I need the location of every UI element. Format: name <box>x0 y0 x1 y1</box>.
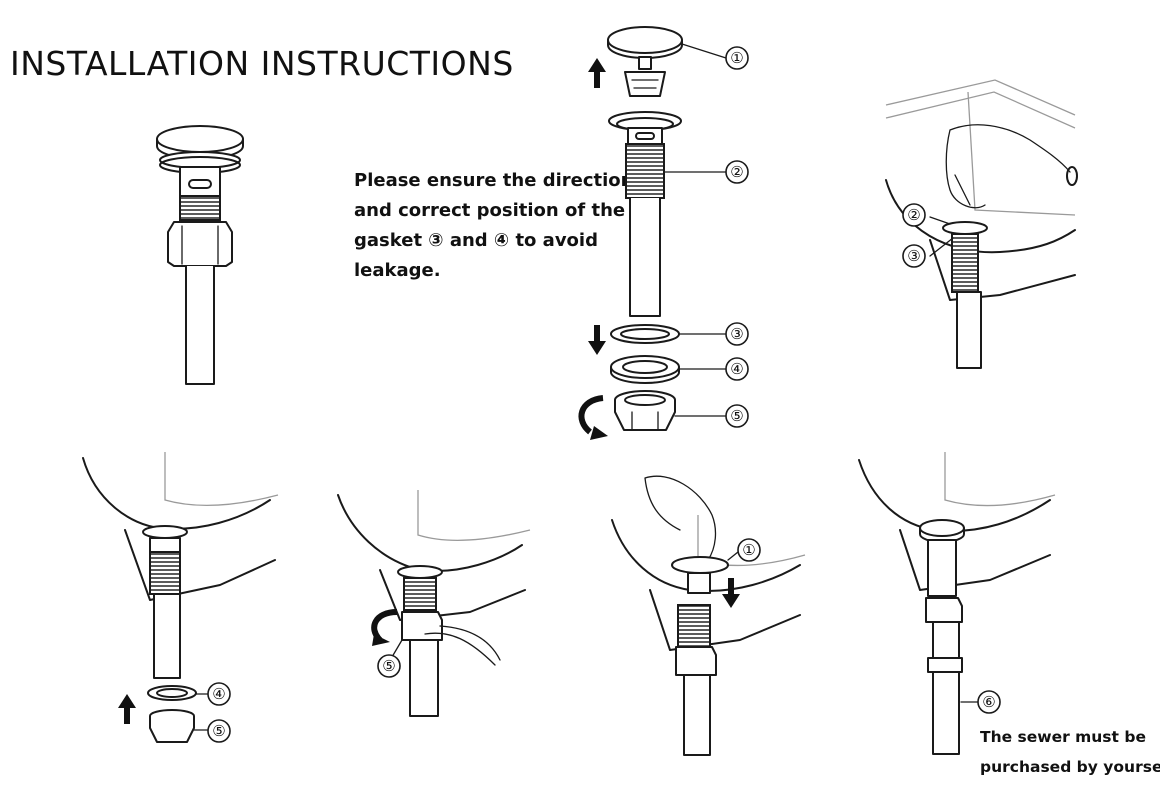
callout-label: ① <box>730 49 743 67</box>
callout-5-step: ⑤ <box>207 719 231 743</box>
callout-2: ② <box>725 160 749 184</box>
callout-6: ⑥ <box>977 690 1001 714</box>
callout-5: ⑤ <box>725 404 749 428</box>
callout-label: ⑤ <box>730 407 743 425</box>
callout-label: ② <box>730 163 743 181</box>
callout-label: ② <box>907 206 920 224</box>
arrow-up-icon <box>118 694 136 724</box>
gasket-note-line: leakage. <box>354 260 441 281</box>
callout-label: ④ <box>730 360 743 378</box>
page-title: INSTALLATION INSTRUCTIONS <box>10 44 514 83</box>
rotate-arrow-icon <box>590 426 608 440</box>
arrow-up-icon <box>588 58 606 88</box>
gasket-note: Please ensure the direction and correct … <box>354 166 634 286</box>
step-sewer-illustration <box>858 452 1056 755</box>
callout-3: ③ <box>725 322 749 346</box>
callout-1: ① <box>725 46 749 70</box>
callout-3-basin: ③ <box>902 244 926 268</box>
gasket-note-line: gasket ③ and ④ to avoid <box>354 230 598 251</box>
step-gasket-illustration <box>82 452 279 743</box>
callout-4-step: ④ <box>207 682 231 706</box>
step-nut-tighten-illustration <box>337 490 531 717</box>
arrow-down-icon <box>588 325 606 355</box>
gasket-note-line: and correct position of the <box>354 200 626 221</box>
callout-5-tighten: ⑤ <box>377 654 401 678</box>
callout-4: ④ <box>725 357 749 381</box>
arrow-down-icon <box>722 578 740 608</box>
sewer-note: The sewer must be purchased by yourself. <box>980 722 1160 782</box>
gasket-note-line: Please ensure the direction <box>354 170 634 191</box>
assembled-drain-illustration <box>156 125 244 385</box>
exploded-parts-illustration <box>578 26 727 440</box>
step-cap-insert-illustration <box>611 475 806 756</box>
rotate-arrow-icon <box>372 634 390 646</box>
callout-label: ③ <box>730 325 743 343</box>
callout-label: ⑤ <box>382 657 395 675</box>
sewer-note-line: purchased by yourself. <box>980 758 1160 776</box>
callout-label: ⑥ <box>982 693 995 711</box>
sewer-note-line: The sewer must be <box>980 728 1146 746</box>
callout-label: ① <box>742 541 755 559</box>
callout-label: ③ <box>907 247 920 265</box>
callout-2-basin: ② <box>902 203 926 227</box>
callout-label: ④ <box>212 685 225 703</box>
callout-1-cap: ① <box>737 538 761 562</box>
callout-label: ⑤ <box>212 722 225 740</box>
